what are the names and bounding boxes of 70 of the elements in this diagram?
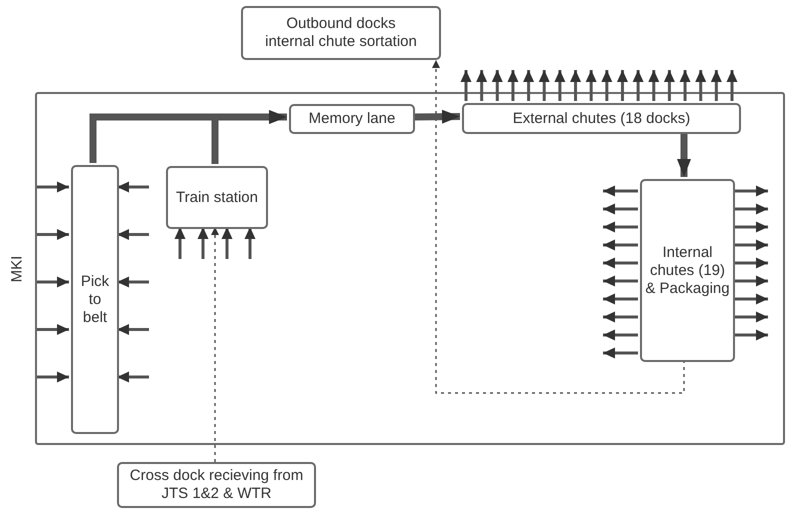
arrow	[603, 186, 638, 196]
box-label: External chutes (18 docks)	[512, 110, 690, 128]
arrow	[538, 70, 550, 101]
arrow	[733, 312, 768, 322]
arrow	[586, 70, 597, 101]
arrow	[492, 70, 503, 101]
arrow	[37, 372, 69, 382]
arrow	[616, 70, 628, 101]
arrow	[603, 258, 638, 268]
process-box	[166, 166, 268, 229]
arrow	[603, 348, 638, 358]
arrow	[648, 70, 660, 101]
arrow	[632, 70, 644, 101]
area-title: MKI	[8, 255, 26, 282]
box-label: Internal chutes (19) & Packaging	[645, 244, 730, 298]
process-box	[640, 179, 735, 362]
box-label: Cross dock recieving from JTS 1&2 & WTR	[128, 467, 304, 503]
arrow	[222, 227, 232, 259]
process-box	[289, 104, 415, 134]
arrow	[117, 276, 149, 288]
arrow	[677, 132, 691, 177]
arrow	[523, 70, 534, 101]
box-label: Memory lane	[308, 110, 396, 128]
arrow	[554, 70, 566, 101]
arrow	[601, 70, 612, 101]
box-label: Outbound docks internal chute sortation	[264, 15, 418, 51]
arrow	[733, 276, 768, 286]
process-box	[462, 103, 741, 134]
dotted-arrow	[432, 60, 685, 394]
arrow	[476, 70, 488, 101]
arrow	[603, 222, 638, 232]
arrow	[37, 324, 69, 335]
box-label: Pick to belt	[80, 272, 110, 326]
arrow	[117, 372, 149, 382]
arrow	[507, 70, 518, 101]
arrow	[733, 222, 768, 232]
arrow	[37, 276, 69, 288]
arrow	[117, 324, 149, 335]
arrow	[603, 276, 638, 286]
arrow	[726, 70, 738, 101]
arrow	[603, 294, 638, 304]
arrow	[695, 70, 706, 101]
arrow	[412, 110, 460, 124]
arrow	[710, 70, 722, 101]
arrow	[680, 70, 691, 101]
arrow	[733, 330, 768, 340]
arrow	[198, 227, 208, 259]
arrow	[733, 240, 768, 250]
box-label: Train station	[176, 188, 258, 206]
arrow	[570, 70, 582, 101]
process-box	[241, 6, 441, 60]
arrow	[117, 229, 149, 240]
arrow	[244, 227, 256, 259]
arrow	[37, 229, 69, 240]
arrow	[460, 70, 472, 101]
process-box	[117, 462, 316, 508]
arrow	[603, 204, 638, 214]
arrow	[603, 312, 638, 322]
arrow	[733, 186, 768, 196]
arrow	[603, 240, 638, 250]
arrow	[733, 258, 768, 268]
dotted-arrow	[211, 227, 219, 462]
arrow	[174, 227, 186, 259]
arrow	[117, 182, 149, 192]
arrow	[733, 294, 768, 304]
arrow	[664, 70, 675, 101]
arrow	[603, 330, 638, 340]
arrow	[733, 204, 768, 214]
arrow	[37, 182, 69, 192]
process-box	[71, 165, 119, 434]
